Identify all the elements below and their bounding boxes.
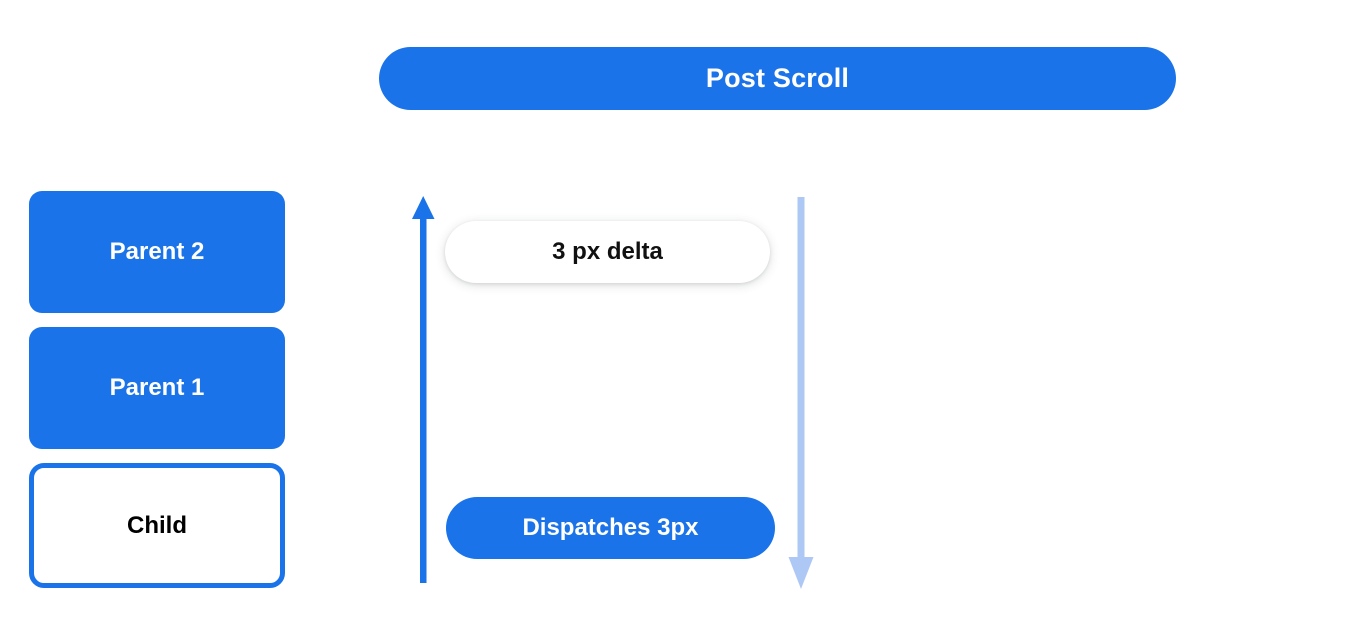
node-label-parent-2: Parent 2 bbox=[109, 238, 205, 265]
post-scroll-banner-label: Post Scroll bbox=[705, 63, 850, 93]
node-box-child: Child bbox=[29, 463, 285, 588]
node-label-child: Child bbox=[127, 511, 187, 539]
scroll-down-arrow-icon bbox=[788, 197, 814, 589]
post-scroll-banner: Post Scroll bbox=[379, 47, 1176, 110]
node-box-parent-2: Parent 2 bbox=[29, 191, 285, 313]
node-stack: Parent 2 Parent 1 Child bbox=[29, 191, 285, 588]
node-box-parent-1: Parent 1 bbox=[29, 327, 285, 449]
delta-pill-label: 3 px delta bbox=[552, 238, 663, 265]
dispatch-pill: Dispatches 3px bbox=[446, 497, 775, 559]
node-label-parent-1: Parent 1 bbox=[109, 374, 205, 401]
bubble-up-arrow-icon bbox=[412, 196, 435, 583]
dispatch-pill-label: Dispatches 3px bbox=[522, 514, 699, 541]
delta-pill: 3 px delta bbox=[445, 221, 770, 283]
